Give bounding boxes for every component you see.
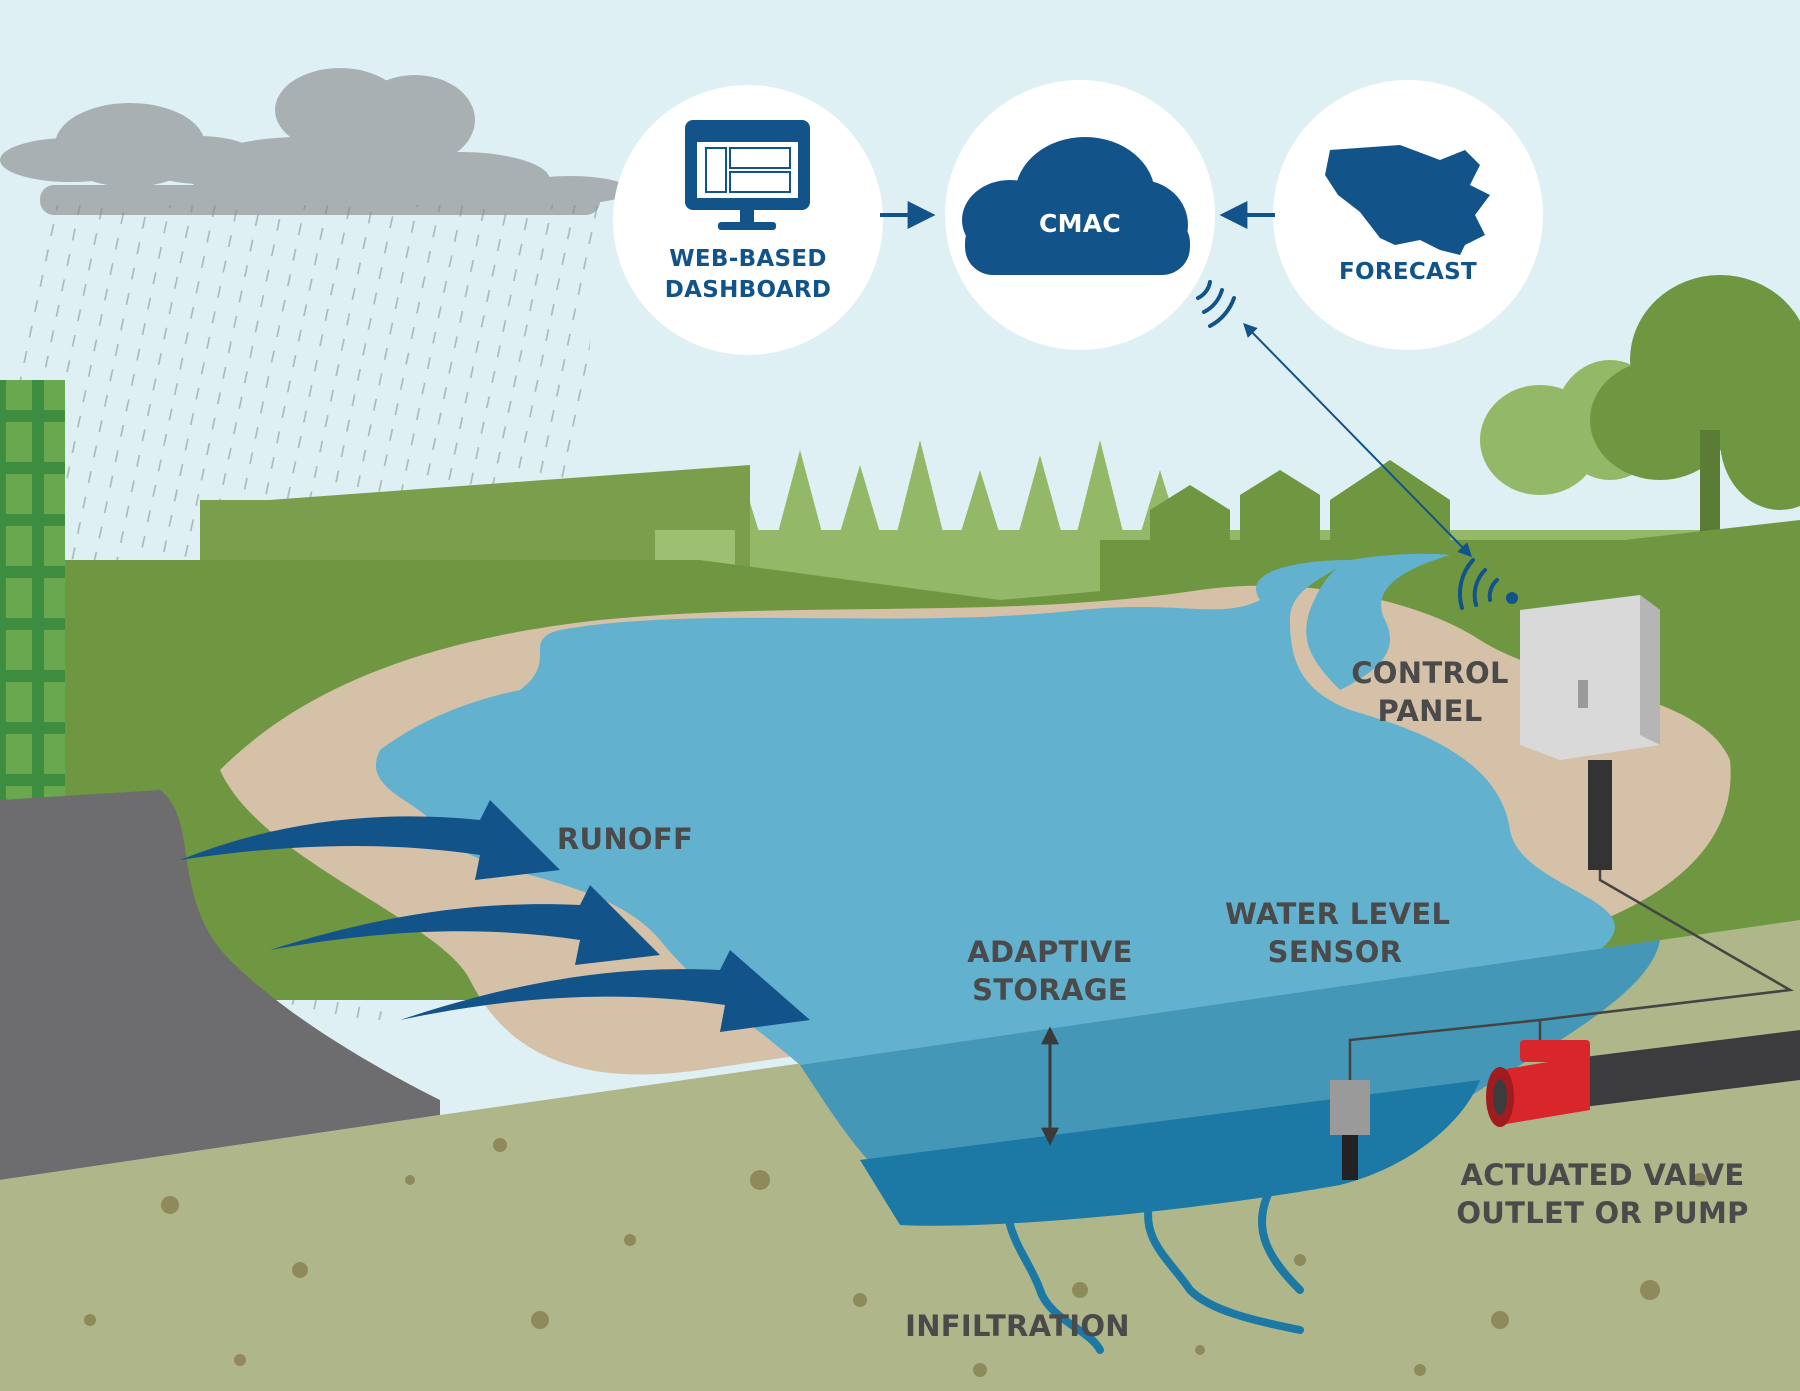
pond-bottom [860, 1080, 1480, 1226]
road [0, 790, 440, 1180]
dashboard-label: WEB-BASED DASHBOARD [648, 244, 848, 306]
signal-link-arrow [1243, 322, 1472, 558]
water-level-sensor-label: WATER LEVEL SENSOR [1225, 895, 1451, 971]
dashboard-label-line1: WEB-BASED [669, 246, 827, 272]
forecast-label: FORECAST [1338, 259, 1478, 285]
monitor-icon [685, 120, 810, 230]
adaptive-line1: ADAPTIVE [967, 935, 1133, 969]
pond-deep [800, 940, 1660, 1190]
water-level-line1: WATER LEVEL [1225, 897, 1451, 931]
wireless-signal-icon [1457, 558, 1518, 610]
control-panel-label: CONTROL PANEL [1340, 654, 1520, 730]
stream [1306, 553, 1450, 690]
infiltration-label: INFILTRATION [905, 1309, 1130, 1343]
dashboard-label-line2: DASHBOARD [664, 277, 832, 303]
runoff-label: RUNOFF [556, 822, 694, 856]
control-panel-line2: PANEL [1377, 694, 1483, 728]
cmac-label: CMAC [1038, 209, 1122, 238]
soil-pebbles [84, 1138, 1707, 1377]
adaptive-storage-label: ADAPTIVE STORAGE [950, 933, 1150, 1009]
valve-line1: ACTUATED VALVE [1460, 1158, 1745, 1192]
big-tree-icon [1590, 275, 1800, 540]
actuated-valve-label: ACTUATED VALVE OUTLET OR PUMP [1450, 1156, 1755, 1232]
pond-water [375, 560, 1615, 1065]
sensor-wiring [1348, 860, 1794, 1080]
outlet-pipe [1560, 1030, 1800, 1110]
us-map-icon [1325, 145, 1490, 255]
valve-icon [1486, 1040, 1590, 1127]
adaptive-line2: STORAGE [972, 973, 1128, 1007]
water-level-line2: SENSOR [1267, 935, 1403, 969]
cmac-cloud-icon [962, 137, 1190, 275]
valve-line2: OUTLET OR PUMP [1456, 1196, 1749, 1230]
infiltration-roots [1004, 1186, 1304, 1354]
water-level-sensor-icon [1330, 1080, 1370, 1180]
control-panel-line1: CONTROL [1351, 656, 1509, 690]
control-panel-icon [1520, 595, 1660, 870]
runoff-arrows [180, 800, 810, 1032]
